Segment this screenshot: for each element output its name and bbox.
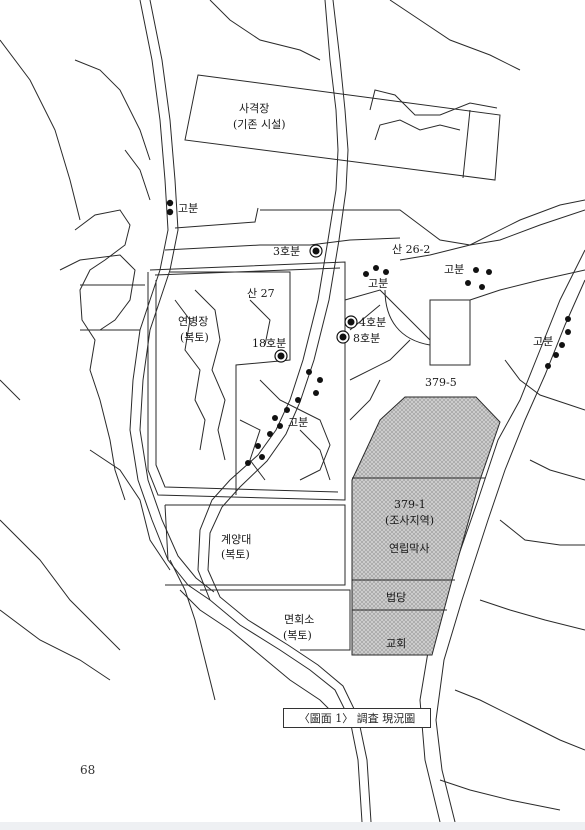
label-stage-sub: (복토) [221, 548, 250, 561]
main-road-left [197, 0, 363, 822]
left-road-b [139, 0, 215, 593]
right-road-b [435, 279, 585, 822]
tomb-dot [545, 363, 551, 369]
base-outer-boundary [147, 265, 346, 501]
tomb-dot [565, 316, 571, 322]
tomb-dot [317, 377, 323, 383]
tomb-dot [479, 284, 485, 290]
tomb-dot [259, 454, 265, 460]
tomb-dot [166, 199, 174, 207]
label-tomb-18: 18호분 [252, 337, 286, 350]
label-shooting-range-sub: (기존 시설) [233, 118, 286, 131]
label-mound-center: 고분 [288, 416, 308, 429]
tomb-dot [373, 265, 379, 271]
label-survey-area: (조사지역) [385, 514, 434, 527]
label-tomb-3: 3호분 [273, 245, 300, 258]
label-mound-far-right: 고분 [533, 335, 553, 348]
label-lot-379-5: 379-5 [425, 376, 457, 389]
tomb-dot [267, 431, 273, 437]
label-stage: 계양대 [221, 533, 251, 546]
page-number: 68 [80, 763, 96, 777]
tomb-dot [486, 269, 492, 275]
label-tomb-8: 8호분 [353, 332, 380, 345]
label-training-ground: 연병장 [178, 315, 208, 328]
label-lot-379-1: 379-1 [394, 498, 426, 511]
main-road-right [207, 0, 372, 822]
tomb-dot [284, 407, 290, 413]
tomb-dot [277, 423, 283, 429]
tomb-dot [295, 397, 301, 403]
tomb-dot [255, 443, 261, 449]
tomb-dot [313, 390, 319, 396]
tomb-dot [553, 352, 559, 358]
numbered-tombs [274, 244, 358, 363]
tomb-dot [565, 329, 571, 335]
label-shooting-range: 사격장 [239, 102, 269, 115]
tomb-dot [465, 280, 471, 286]
tomb-dot [363, 271, 369, 277]
label-tomb-4: 4호분 [359, 316, 386, 329]
tomb-dot [559, 342, 565, 348]
tomb-dot [166, 208, 174, 216]
label-training-ground-sub: (복토) [180, 331, 209, 344]
label-church: 교회 [386, 637, 406, 650]
label-meeting-room-sub: (복토) [283, 629, 312, 642]
label-meeting-room: 면회소 [284, 613, 314, 626]
tomb-dot [383, 269, 389, 275]
figure-caption: 〈圖面 1〉 調査 現況圖 [283, 708, 431, 728]
label-san-27: 산 27 [247, 287, 275, 300]
label-san-26-2: 산 26-2 [392, 243, 430, 256]
tomb-dot [272, 415, 278, 421]
shooting-range-outline [184, 74, 501, 181]
label-mound-ne: 고분 [444, 263, 464, 276]
training-ground-boundary [170, 271, 291, 495]
label-mound-nw: 고분 [178, 202, 198, 215]
tomb-dot [473, 267, 479, 273]
label-mound-mid-right: 고분 [368, 277, 388, 290]
viewer-bottom-band [0, 822, 585, 830]
survey-area-379-1 [351, 396, 501, 656]
tomb-dot [306, 369, 312, 375]
tomb-dot [245, 460, 251, 466]
label-barracks: 연립막사 [389, 542, 429, 555]
tomb-markers [166, 199, 571, 466]
label-shrine: 법당 [386, 591, 406, 604]
